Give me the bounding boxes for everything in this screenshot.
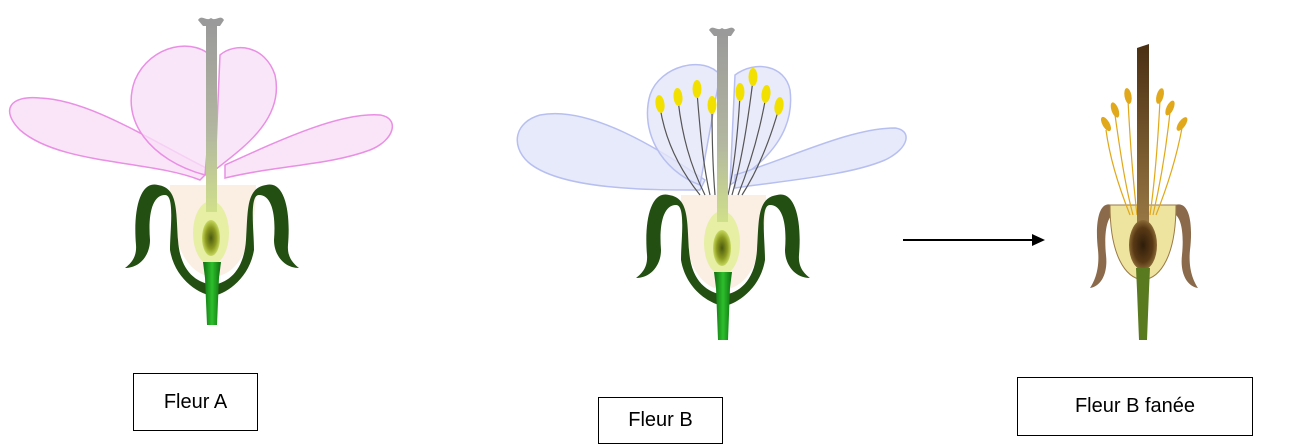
flower-a: [10, 18, 393, 325]
flower-a-ovary: [202, 220, 220, 256]
flower-b-wilted: [1090, 44, 1198, 340]
flower-a-style: [206, 22, 217, 212]
wilted-style: [1137, 44, 1149, 230]
flower-b-stigma: [709, 28, 735, 36]
flower-b-stem: [714, 272, 732, 340]
label-flower-b-text: Fleur B: [628, 409, 692, 432]
flower-b-style: [717, 32, 728, 222]
transition-arrow: [903, 234, 1045, 246]
flower-a-stem: [203, 262, 221, 325]
wilted-stem: [1136, 268, 1150, 340]
flower-a-stigma: [198, 18, 224, 26]
label-flower-a-text: Fleur A: [164, 391, 227, 414]
label-flower-b-wilted: Fleur B fanée: [1017, 377, 1253, 436]
label-flower-a: Fleur A: [133, 373, 258, 431]
wilted-ovary: [1129, 220, 1157, 270]
flower-b-ovary: [713, 230, 731, 266]
label-flower-b-wilted-text: Fleur B fanée: [1075, 395, 1195, 418]
label-flower-b: Fleur B: [598, 397, 723, 444]
flower-b: [517, 28, 906, 340]
